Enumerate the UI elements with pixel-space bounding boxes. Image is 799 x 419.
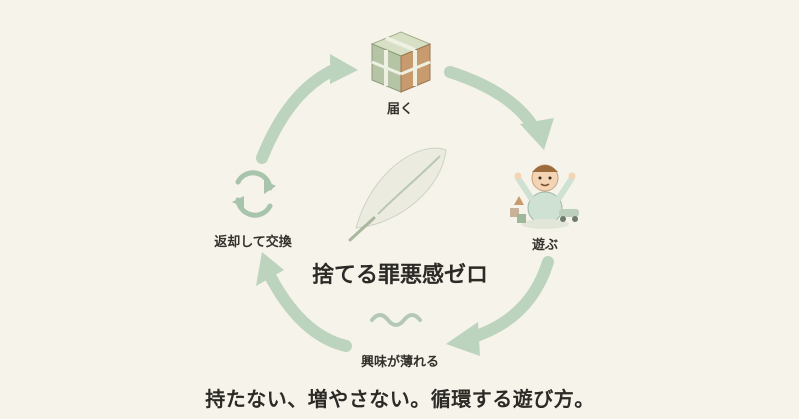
arrow-fade-to-return xyxy=(262,266,352,352)
arrow-return-to-deliver xyxy=(256,62,344,164)
arrowhead-fade xyxy=(446,322,480,356)
refresh-icon xyxy=(235,170,273,218)
arrow-deliver-to-play xyxy=(444,66,540,134)
step-fade-label: 興味が薄れる xyxy=(360,355,440,370)
arrowhead-deliver xyxy=(330,54,358,84)
arrow-play-to-fade xyxy=(464,256,554,344)
center-title: 捨てる罪悪感ゼロ xyxy=(311,263,489,288)
baby-playing-icon xyxy=(510,164,579,229)
arrowhead-return xyxy=(256,252,284,286)
package-icon xyxy=(370,31,432,93)
feather-icon xyxy=(348,147,447,242)
wavy-line-icon xyxy=(370,313,422,327)
step-deliver-label: 届く xyxy=(386,102,414,117)
arrowhead-play xyxy=(520,118,554,150)
step-return-label: 返却して交換 xyxy=(214,235,292,250)
tagline: 持たない、増やさない。循環する遊び方。 xyxy=(205,387,595,411)
step-play-label: 遊ぶ xyxy=(531,238,559,253)
